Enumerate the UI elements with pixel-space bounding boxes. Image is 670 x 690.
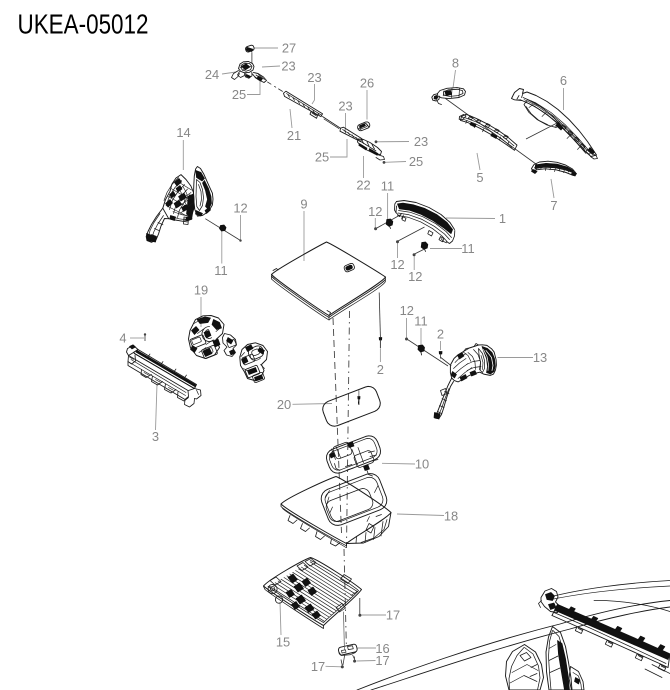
svg-text:18: 18 xyxy=(444,508,458,523)
svg-text:23: 23 xyxy=(414,134,428,149)
svg-text:16: 16 xyxy=(375,641,389,656)
svg-text:10: 10 xyxy=(415,456,429,471)
svg-text:5: 5 xyxy=(476,170,483,185)
svg-text:20: 20 xyxy=(277,397,291,412)
svg-text:11: 11 xyxy=(414,313,427,328)
svg-text:19: 19 xyxy=(194,282,208,297)
svg-text:12: 12 xyxy=(233,200,247,215)
svg-text:14: 14 xyxy=(176,125,190,140)
svg-text:4: 4 xyxy=(119,330,126,345)
svg-text:12: 12 xyxy=(408,269,422,284)
svg-text:6: 6 xyxy=(560,73,567,88)
svg-text:25: 25 xyxy=(232,87,246,102)
svg-text:27: 27 xyxy=(282,40,296,55)
svg-text:24: 24 xyxy=(205,67,219,82)
svg-text:2: 2 xyxy=(437,326,444,341)
svg-text:26: 26 xyxy=(360,75,374,90)
svg-text:3: 3 xyxy=(152,429,159,444)
svg-text:9: 9 xyxy=(300,196,307,211)
svg-text:22: 22 xyxy=(356,177,370,192)
svg-text:UKEA-05012: UKEA-05012 xyxy=(18,9,149,40)
svg-text:23: 23 xyxy=(281,58,295,73)
svg-text:12: 12 xyxy=(368,204,382,219)
svg-text:25: 25 xyxy=(409,154,423,169)
svg-text:12: 12 xyxy=(400,303,414,318)
svg-text:8: 8 xyxy=(452,55,459,70)
svg-text:17: 17 xyxy=(375,653,389,668)
svg-text:15: 15 xyxy=(276,634,290,649)
svg-text:13: 13 xyxy=(533,350,547,365)
svg-text:11: 11 xyxy=(214,263,227,278)
svg-text:23: 23 xyxy=(307,70,321,85)
svg-text:25: 25 xyxy=(315,149,329,164)
svg-text:17: 17 xyxy=(386,607,400,622)
svg-text:21: 21 xyxy=(287,128,301,143)
svg-text:2: 2 xyxy=(377,362,384,377)
svg-text:17: 17 xyxy=(311,659,325,674)
svg-text:1: 1 xyxy=(499,211,506,226)
svg-text:23: 23 xyxy=(338,98,352,113)
svg-text:12: 12 xyxy=(390,257,404,272)
svg-text:11: 11 xyxy=(381,178,394,193)
svg-text:11: 11 xyxy=(461,241,474,256)
svg-text:7: 7 xyxy=(550,198,557,213)
